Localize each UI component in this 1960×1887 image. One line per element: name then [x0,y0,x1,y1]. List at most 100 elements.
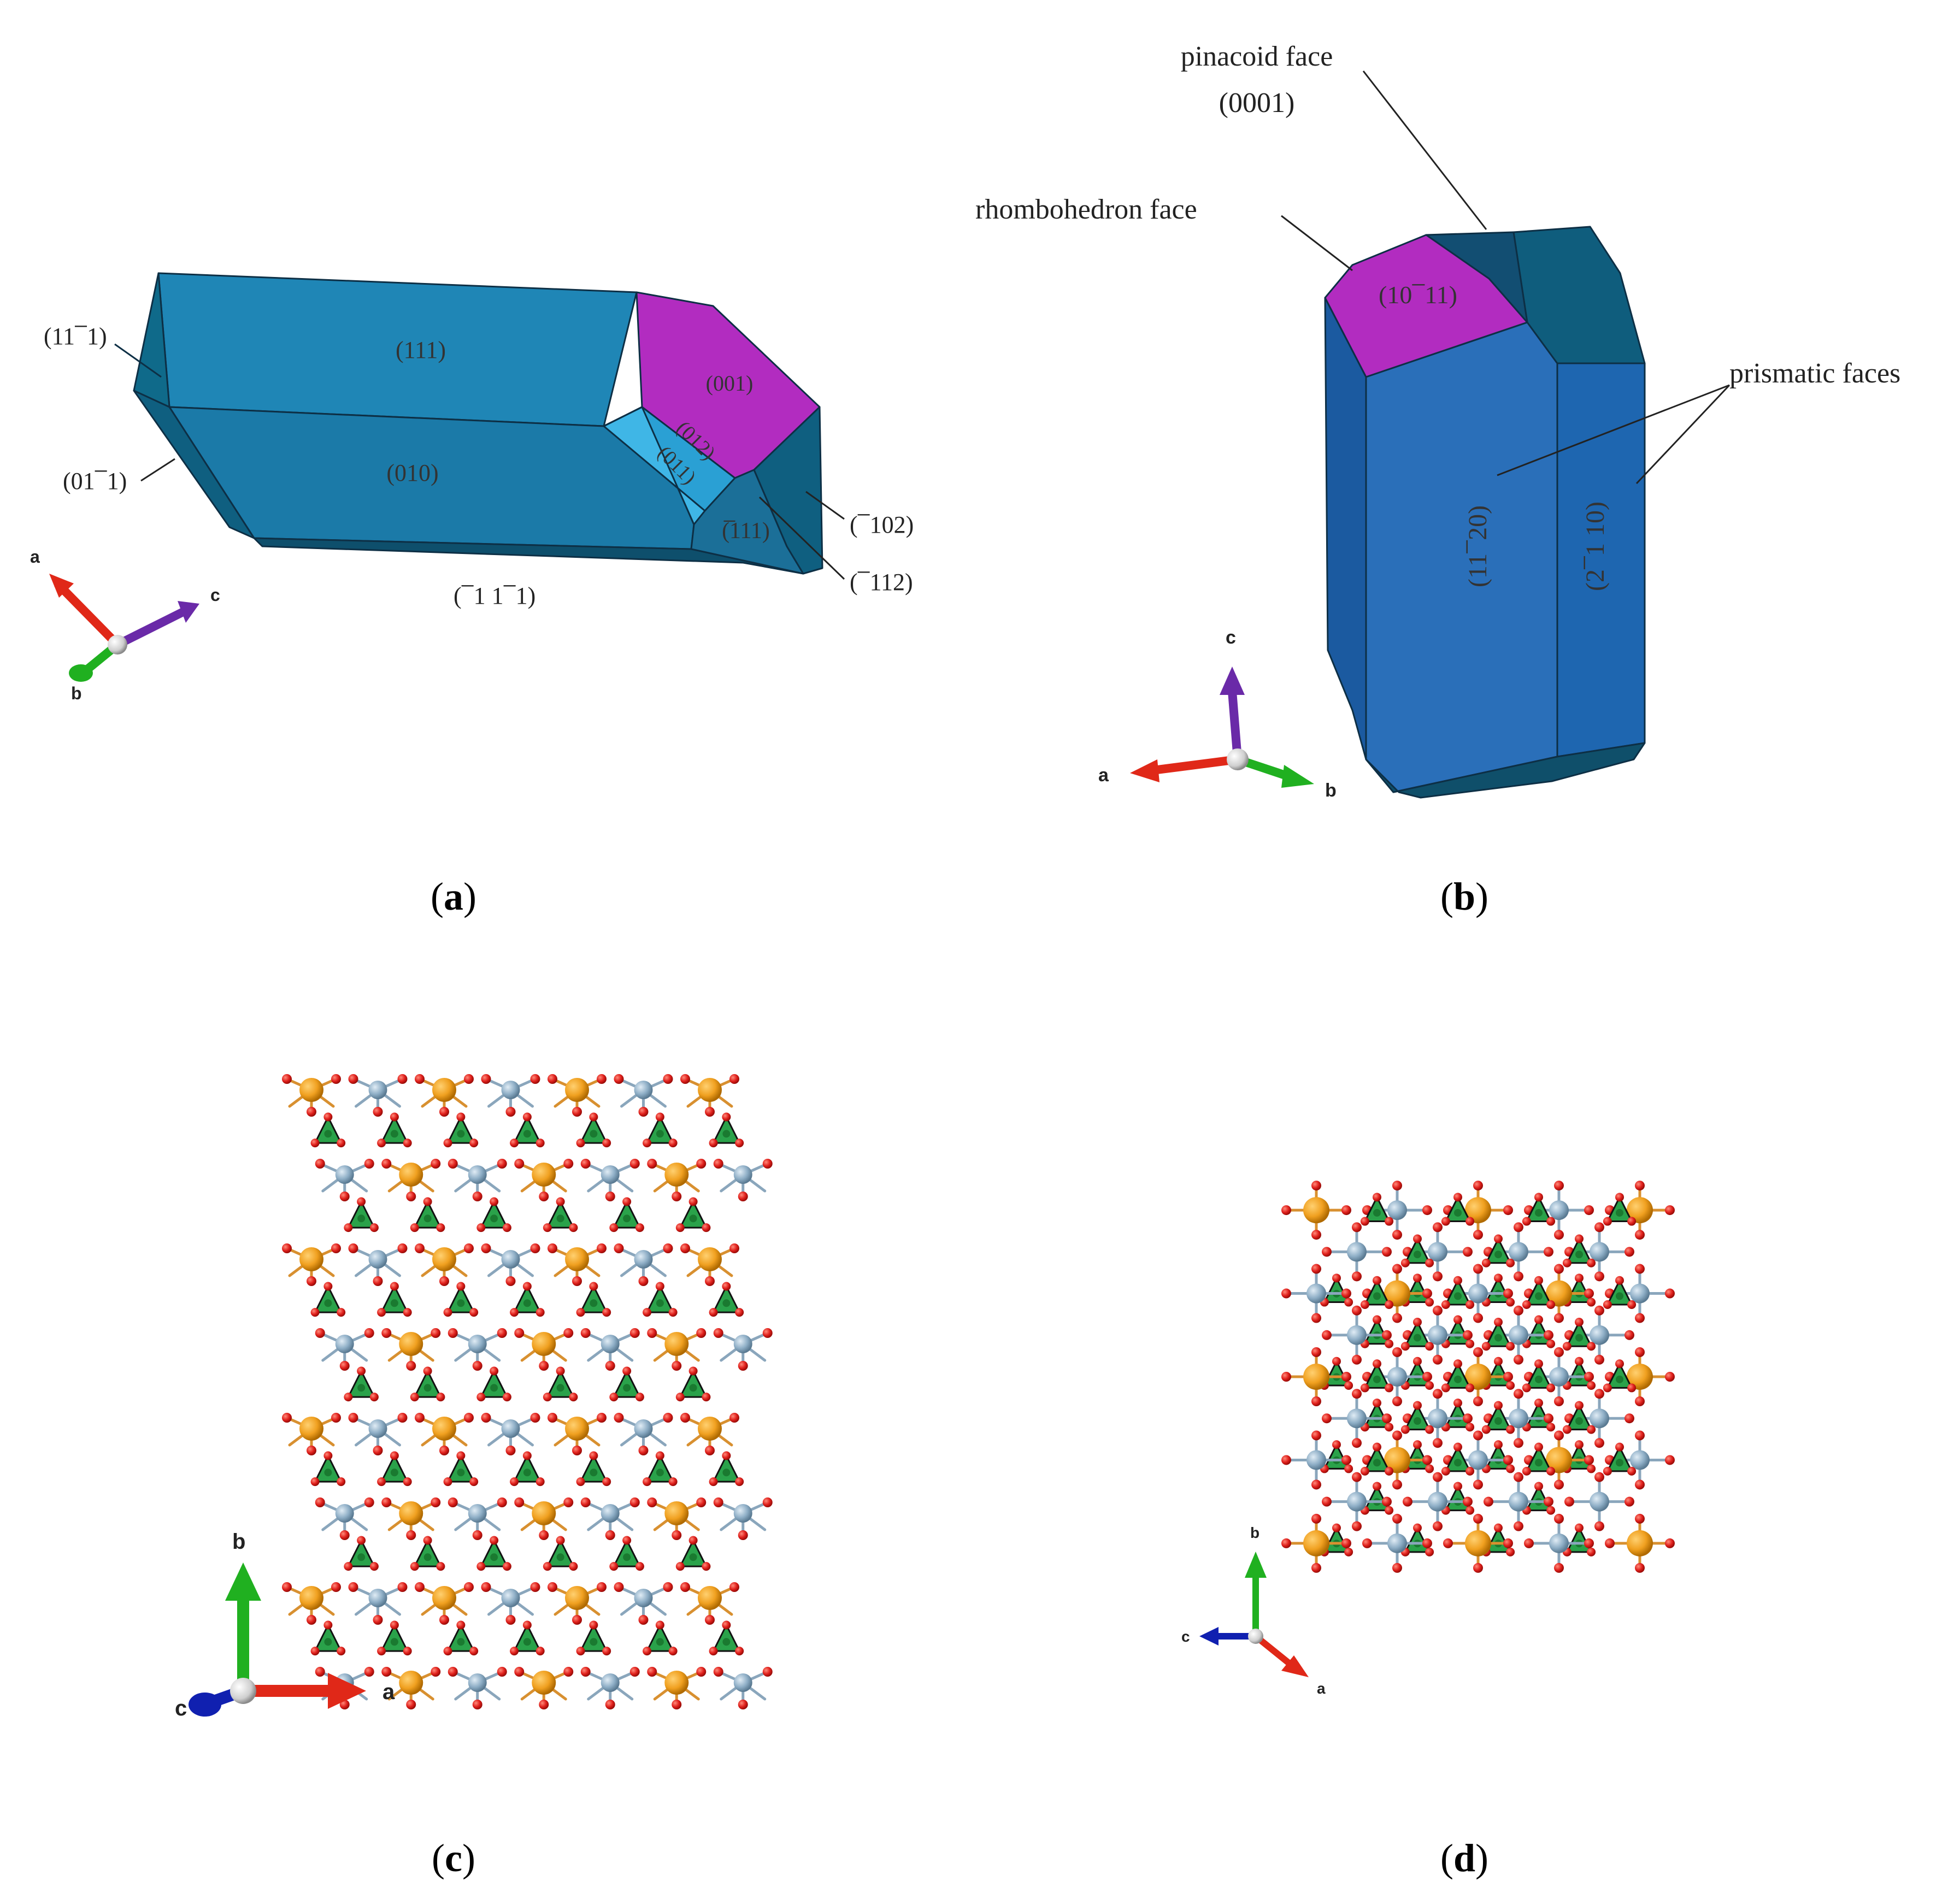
oxygen-atom [1534,1442,1543,1452]
oxygen-atom [315,1328,325,1338]
boron-atom [1616,1375,1623,1383]
oxygen-atom [390,1620,399,1630]
oxygen-atom [668,1308,678,1317]
axis-label-a: a [1317,1680,1326,1697]
oxygen-atom [572,1107,582,1117]
oxygen-atom [307,1107,316,1117]
oxygen-atom [655,1451,664,1460]
oxygen-atom [1311,1396,1321,1406]
oxygen-atom [1332,1440,1341,1449]
oxygen-atom [709,1139,718,1148]
oxygen-atom [702,1562,711,1571]
oxygen-atom [1422,1372,1432,1382]
oxygen-atom [1403,1496,1412,1507]
boron-atom [390,1638,398,1646]
face-m11m1 [253,537,804,575]
oxygen-atom [1352,1472,1362,1482]
grey-atom [1347,1408,1367,1429]
oxygen-atom [1554,1562,1564,1573]
oxygen-atom [381,1159,392,1169]
oxygen-atom [1413,1273,1422,1283]
oxygen-atom [415,1074,425,1084]
oxygen-atom [1433,1222,1443,1233]
boron-atom [722,1299,731,1307]
oxygen-atom [1635,1181,1645,1191]
oxygen-atom [406,1530,416,1540]
caption-d: (d) [1440,1836,1488,1880]
oxygen-atom [688,1197,698,1206]
boron-atom [357,1214,366,1223]
oxygen-atom [1332,1523,1341,1532]
oxygen-atom [572,1615,582,1625]
oxygen-atom [323,1451,333,1460]
oxygen-atom [472,1361,482,1371]
orange-atom [1465,1364,1491,1390]
oxygen-atom [1546,1217,1556,1226]
label-111: (111) [396,337,446,363]
oxygen-atom [635,1562,644,1571]
oxygen-atom [738,1700,748,1709]
oxygen-atom [1603,1383,1612,1393]
panel-c: b a c (c) [175,1074,773,1880]
oxygen-atom [469,1139,479,1148]
oxygen-atom [415,1413,425,1423]
oxygen-atom [514,1497,525,1507]
oxygen-atom [1584,1288,1594,1299]
axis-triad-icon: b a c [175,1530,395,1720]
boron-atom [1575,1334,1583,1342]
oxygen-atom [1503,1205,1513,1216]
oxygen-atom [647,1667,657,1677]
oxygen-atom [1594,1472,1604,1482]
oxygen-atom [381,1667,392,1677]
oxygen-atom [1503,1288,1513,1299]
oxygen-atom [643,1647,652,1656]
oxygen-atom [431,1328,441,1338]
oxygen-atom [1587,1547,1596,1556]
oxygen-atom [1473,1264,1483,1274]
oxygen-atom [622,1366,632,1376]
oxygen-atom [1322,1413,1332,1424]
boron-atom [590,1299,598,1307]
oxygen-atom [1341,1288,1351,1299]
grey-atom [1387,1533,1407,1553]
oxygen-atom [614,1243,624,1253]
oxygen-atom [1473,1513,1483,1524]
oxygen-atom [668,1477,678,1487]
oxygen-atom [629,1667,640,1677]
oxygen-atom [397,1074,408,1084]
caption-a: (a) [431,875,476,918]
oxygen-atom [1332,1273,1341,1283]
grey-atom [468,1504,487,1523]
oxygen-atom [1422,1538,1432,1548]
grey-atom [368,1589,387,1607]
oxygen-atom [497,1328,507,1338]
oxygen-atom [675,1562,685,1571]
oxygen-atom [1534,1399,1543,1407]
grey-atom [733,1673,752,1692]
oxygen-atom [1392,1562,1402,1573]
grey-atom [601,1504,620,1523]
oxygen-atom [443,1647,452,1656]
boron-atom [390,1130,398,1138]
boron-atom [722,1469,731,1477]
oxygen-atom [638,1615,649,1625]
oxygen-atom [1463,1413,1473,1424]
boron-atom [457,1469,465,1477]
grey-atom [1509,1325,1528,1345]
oxygen-atom [1546,1300,1556,1309]
oxygen-atom [597,1243,607,1253]
oxygen-atom [762,1667,773,1677]
oxygen-atom [1522,1383,1531,1393]
oxygen-atom [1473,1313,1483,1323]
oxygen-atom [762,1497,773,1507]
oxygen-atom [1341,1372,1351,1382]
boron-atom [1454,1208,1462,1217]
oxygen-atom [481,1074,491,1084]
oxygen-atom [1506,1425,1515,1434]
orange-atom [698,1417,722,1441]
oxygen-atom [469,1308,479,1317]
boron-atom [722,1130,731,1138]
oxygen-atom [643,1139,652,1148]
boron-atom [457,1130,465,1138]
orange-atom [698,1078,722,1102]
